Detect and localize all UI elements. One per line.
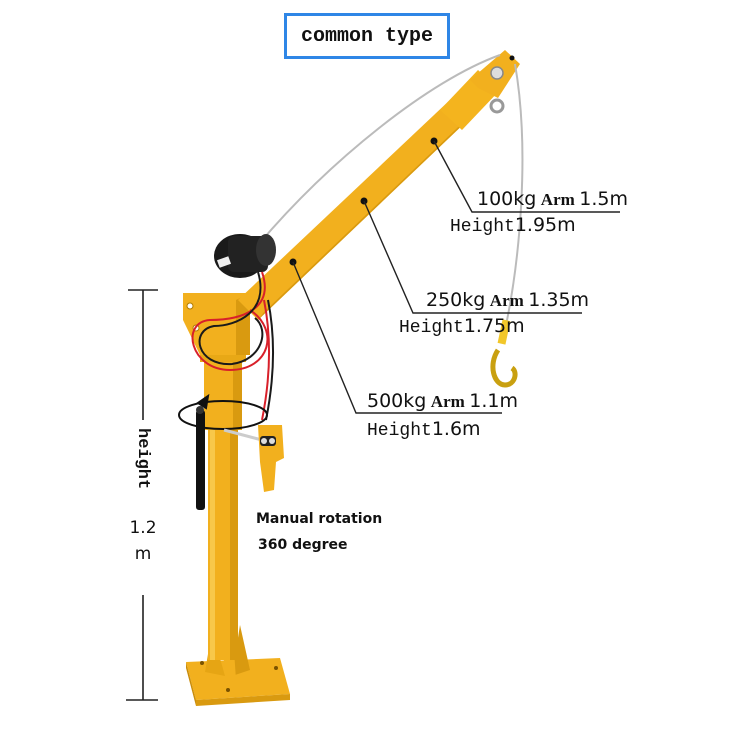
height-label: Height: [399, 318, 464, 338]
rotation-handle: [196, 406, 205, 510]
hook-icon: [490, 319, 518, 388]
capacity-label: 250kg: [426, 289, 486, 311]
capacity-label: 500kg: [367, 390, 427, 412]
spec-250kg-height: Height1.75m: [399, 315, 525, 338]
dimension-value-unit: m: [134, 544, 152, 564]
arm-label: Arm: [540, 190, 575, 209]
rotation-note-line2: 360 degree: [258, 537, 348, 553]
arm-label: Arm: [489, 291, 524, 310]
boom-arm: [238, 50, 520, 320]
title-box: common type: [284, 13, 450, 59]
arm-value: 1.5m: [579, 188, 628, 210]
capacity-label: 100kg: [477, 188, 537, 210]
spec-500kg-height: Height1.6m: [367, 418, 481, 441]
base-plate: [186, 620, 290, 706]
wire-rope-hanging: [504, 63, 524, 331]
rotation-arrow-icon: [178, 393, 268, 430]
spec-250kg: 250kg Arm 1.35m: [426, 289, 589, 311]
spec-100kg: 100kg Arm 1.5m: [477, 188, 628, 210]
height-label: Height: [450, 217, 515, 237]
height-label: Height: [367, 421, 432, 441]
winch-icon: [214, 234, 276, 278]
rotation-note-line1: Manual rotation: [256, 511, 383, 527]
height-value: 1.6m: [431, 418, 481, 440]
arm-value: 1.1m: [469, 390, 518, 412]
pendant-controller-icon: [223, 425, 284, 492]
title-text: common type: [300, 24, 434, 48]
spec-500kg: 500kg Arm 1.1m: [367, 390, 518, 412]
height-value: 1.75m: [463, 315, 525, 337]
dimension-value-number: 1.2: [129, 518, 157, 538]
callout-leaders: [292, 140, 620, 414]
height-value: 1.95m: [514, 214, 576, 236]
power-cables: [191, 271, 275, 421]
wire-rope: [257, 54, 501, 246]
arm-label: Arm: [430, 392, 465, 411]
spec-100kg-height: Height1.95m: [450, 214, 576, 237]
dimension-label: height: [133, 428, 152, 490]
height-dimension-line: [126, 289, 158, 701]
arm-value: 1.35m: [528, 289, 590, 311]
